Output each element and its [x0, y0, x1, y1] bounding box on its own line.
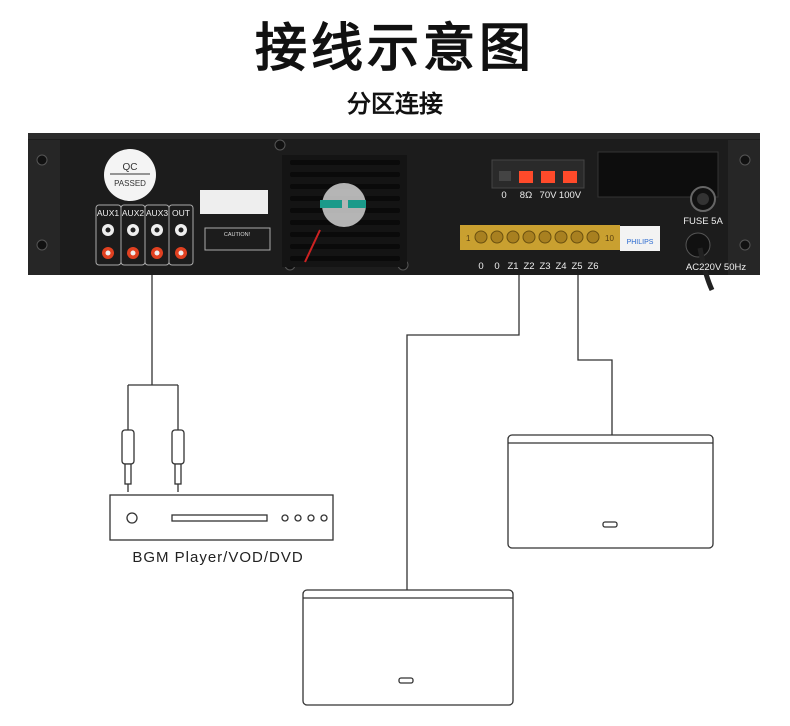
- zone-label: Z2: [523, 261, 534, 272]
- page-subtitle: 分区连接: [347, 90, 443, 118]
- rca-input-panel: [95, 204, 194, 266]
- bgm-player-device: [109, 494, 334, 541]
- page-title: 接线示意图: [254, 19, 535, 79]
- zone-label: 0: [494, 261, 499, 272]
- qc-passed-sticker: QC PASSED: [104, 149, 156, 201]
- svg-text:PHILIPS: PHILIPS: [627, 239, 654, 246]
- fuse-label: FUSE 5A: [683, 216, 723, 227]
- power-socket[interactable]: [685, 232, 715, 292]
- tap-label: 70V: [540, 190, 558, 201]
- tap-label: 100V: [559, 190, 582, 201]
- rca-plugs: [121, 429, 185, 492]
- tap-label: 8Ω: [520, 190, 532, 201]
- speaker-cables: [406, 275, 613, 590]
- zone-label: Z3: [539, 261, 550, 272]
- amplifier-rear-panel: QC PASSED AUX1 AUX2 AUX3 OUT CAUTION! 0 …: [28, 133, 760, 292]
- svg-text:PASSED: PASSED: [114, 179, 146, 188]
- bgm-player-label: BGM Player/VOD/DVD: [132, 549, 303, 566]
- tap-label: 0: [501, 190, 506, 201]
- caution-label: CAUTION!: [204, 227, 271, 251]
- input-label-aux3: AUX3: [146, 208, 168, 218]
- philips-sticker: [620, 226, 660, 251]
- fuse-holder[interactable]: [690, 186, 716, 212]
- power-label: AC220V 50Hz: [686, 262, 746, 273]
- zone-label: Z5: [571, 261, 582, 272]
- svg-text:QC: QC: [123, 162, 138, 173]
- zone-speaker-1: [507, 434, 714, 549]
- zone-speaker-2: [302, 589, 514, 706]
- zone-label: Z1: [507, 261, 518, 272]
- zone-terminal-block[interactable]: 1 10: [460, 225, 620, 250]
- audio-cable: [127, 275, 179, 430]
- svg-text:CAUTION!: CAUTION!: [224, 232, 251, 238]
- zone-label: Z6: [587, 261, 598, 272]
- output-label-out: OUT: [172, 208, 190, 218]
- serial-sticker: [200, 190, 268, 214]
- svg-text:1: 1: [466, 234, 471, 243]
- input-label-aux1: AUX1: [97, 208, 119, 218]
- input-label-aux2: AUX2: [122, 208, 144, 218]
- svg-text:10: 10: [605, 234, 614, 243]
- zone-label: 0: [478, 261, 483, 272]
- speaker-tap-terminals[interactable]: [491, 159, 585, 189]
- zone-label: Z4: [555, 261, 566, 272]
- rca-jacks[interactable]: [102, 224, 187, 259]
- fan-grille: [282, 155, 407, 267]
